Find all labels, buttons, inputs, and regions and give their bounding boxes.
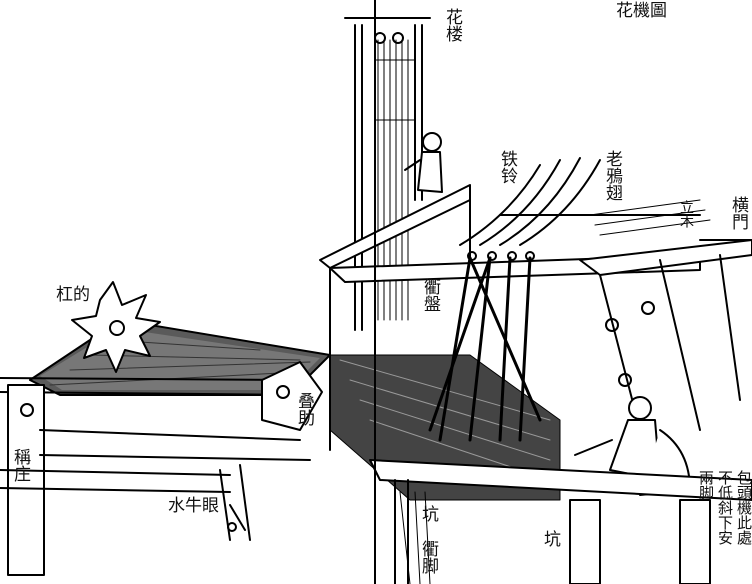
right-frame: [579, 199, 752, 431]
vertical-wood-label: 立木: [678, 200, 694, 228]
title-label: 花機圖: [616, 1, 667, 21]
old-crow-wing-label: 老鴉翅: [602, 150, 622, 201]
heddle-cords: [428, 256, 542, 442]
flower-tower: [344, 17, 431, 331]
note-col2: 不低斜下安: [716, 470, 734, 545]
loom-base: [369, 459, 752, 584]
water-ox-label: 水牛眼: [168, 496, 219, 516]
cross-gate-label: 横門: [728, 196, 748, 230]
crow-wing-levers: [459, 157, 601, 261]
support-seat-label: 稱庄: [10, 448, 30, 482]
flower-tower-label: 花楼: [442, 8, 462, 42]
rolling-press-label: 叠助: [294, 392, 314, 426]
wooden-ox-label: 杠的: [56, 285, 90, 305]
ratchet-wheel: [71, 281, 161, 373]
pit-right-label: 坑: [540, 530, 560, 547]
flat-top-label: 铁铃: [497, 150, 517, 184]
note-col3: 兩脚: [697, 470, 715, 500]
page-fold-line: [374, 0, 376, 584]
press-board: [261, 361, 323, 431]
pit-left-label: 坑: [418, 505, 438, 522]
water-ox-pivot: [227, 504, 246, 532]
drawboy-figure: [404, 132, 443, 193]
cloth-beam-frame: [0, 377, 311, 576]
double-drum-label: 衢盤: [420, 278, 440, 312]
note-col1: 包頭機此處: [735, 470, 752, 545]
treadle-feet-label: 衢脚: [418, 540, 438, 574]
